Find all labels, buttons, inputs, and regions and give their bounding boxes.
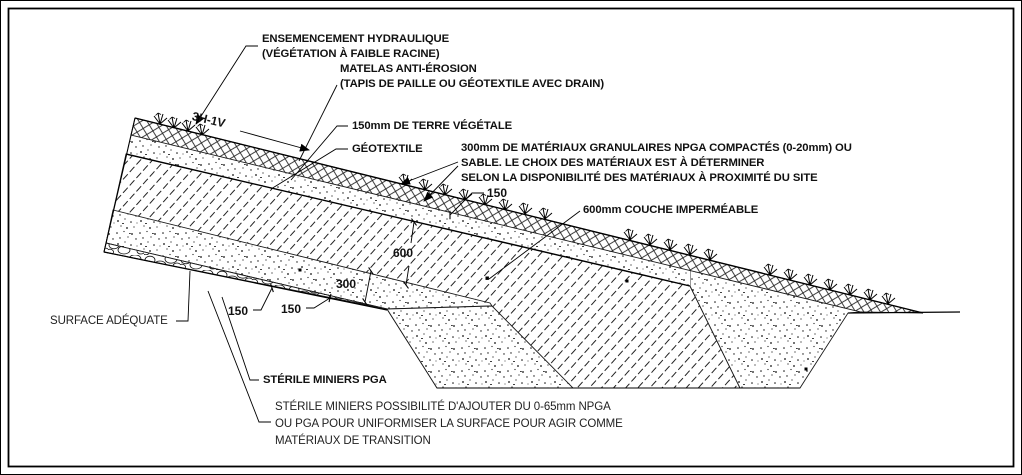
label-matelas-line1: MATELAS ANTI-ÉROSION bbox=[340, 63, 477, 75]
label-ensemencement-line2: (VÉGÉTATION À FAIBLE RACINE) bbox=[262, 48, 440, 60]
slope-direction-arrow bbox=[239, 130, 310, 152]
label-materiaux-transition: STÉRILE MINIERS POSSIBILITÉ D'AJOUTER DU… bbox=[275, 399, 623, 450]
dim-300-granulaire: 300 bbox=[336, 277, 357, 291]
leader-transition bbox=[207, 290, 271, 423]
label-granulaires: 300mm DE MATÉRIAUX GRANULAIRES NPGA COMP… bbox=[461, 141, 852, 186]
label-ensemencement: ENSEMENCEMENT HYDRAULIQUE (VÉGÉTATION À … bbox=[262, 32, 449, 62]
slope-surface-line bbox=[134, 117, 924, 314]
left-edge-line bbox=[103, 117, 136, 253]
label-granulaires-line3: SELON LA DISPONIBILITÉ DES MATÉRIAUX À P… bbox=[461, 172, 818, 184]
leader-ensemencement bbox=[195, 45, 258, 125]
dim-150-transition-b: 150 bbox=[281, 302, 302, 316]
leader-sterile-pga bbox=[221, 296, 259, 381]
label-transition-line1: STÉRILE MINIERS POSSIBILITÉ D'AJOUTER DU… bbox=[275, 401, 611, 413]
leader-couche-impermeable bbox=[488, 210, 581, 280]
dim-600-impermeable: 600 bbox=[393, 246, 414, 260]
topsoil-layer bbox=[126, 135, 690, 286]
label-matelas: MATELAS ANTI-ÉROSION (TAPIS DE PAILLE OU… bbox=[340, 62, 604, 92]
leader-granulaires-2 bbox=[423, 165, 459, 202]
dim-600-line-upper bbox=[410, 218, 417, 244]
label-granulaires-line2: SABLE. LE CHOIX DES MATÉRIAUX EST À DÉTE… bbox=[461, 157, 765, 169]
leader-dim-150-a bbox=[253, 283, 274, 311]
drawing-frame bbox=[7, 7, 1015, 468]
label-couche-impermeable: 600mm COUCHE IMPERMÉABLE bbox=[583, 204, 759, 216]
label-transition-line3: MATÉRIAUX DE TRANSITION bbox=[275, 435, 431, 447]
leader-dots bbox=[298, 268, 808, 371]
leader-terre-vegetale bbox=[290, 125, 348, 181]
leader-surface-adequate bbox=[176, 270, 191, 322]
natural-ground-line bbox=[847, 311, 961, 314]
dim-150-transition-a: 150 bbox=[228, 304, 249, 318]
label-surface-adequate: SURFACE ADÉQUATE bbox=[50, 315, 168, 327]
leader-matelas bbox=[298, 84, 338, 162]
leader-granulaires-1 bbox=[400, 161, 459, 185]
label-sterile-miniers-pga: STÉRILE MINIERS PGA bbox=[263, 374, 387, 386]
surface-adequate-line bbox=[103, 251, 388, 311]
label-ensemencement-line1: ENSEMENCEMENT HYDRAULIQUE bbox=[262, 33, 450, 45]
label-geotextile: GÉOTEXTILE bbox=[352, 143, 423, 155]
leader-geotextile bbox=[270, 148, 348, 190]
leader-dim-150-b bbox=[306, 293, 332, 309]
label-terre-vegetale: 150mm DE TERRE VÉGÉTALE bbox=[352, 120, 513, 132]
label-transition-line2: OU PGA POUR UNIFORMISER LA SURFACE POUR … bbox=[275, 418, 623, 430]
geotextile-line bbox=[125, 153, 691, 287]
dim-300-line bbox=[362, 267, 374, 306]
dim-600-line-lower bbox=[403, 265, 410, 289]
dim-150-terre: 150 bbox=[487, 186, 508, 200]
label-granulaires-line1: 300mm DE MATÉRIAUX GRANULAIRES NPGA COMP… bbox=[461, 142, 852, 154]
leader-dim-150-terre bbox=[449, 192, 484, 220]
label-matelas-line2: (TAPIS DE PAILLE OU GÉOTEXTILE AVEC DRAI… bbox=[340, 78, 605, 90]
